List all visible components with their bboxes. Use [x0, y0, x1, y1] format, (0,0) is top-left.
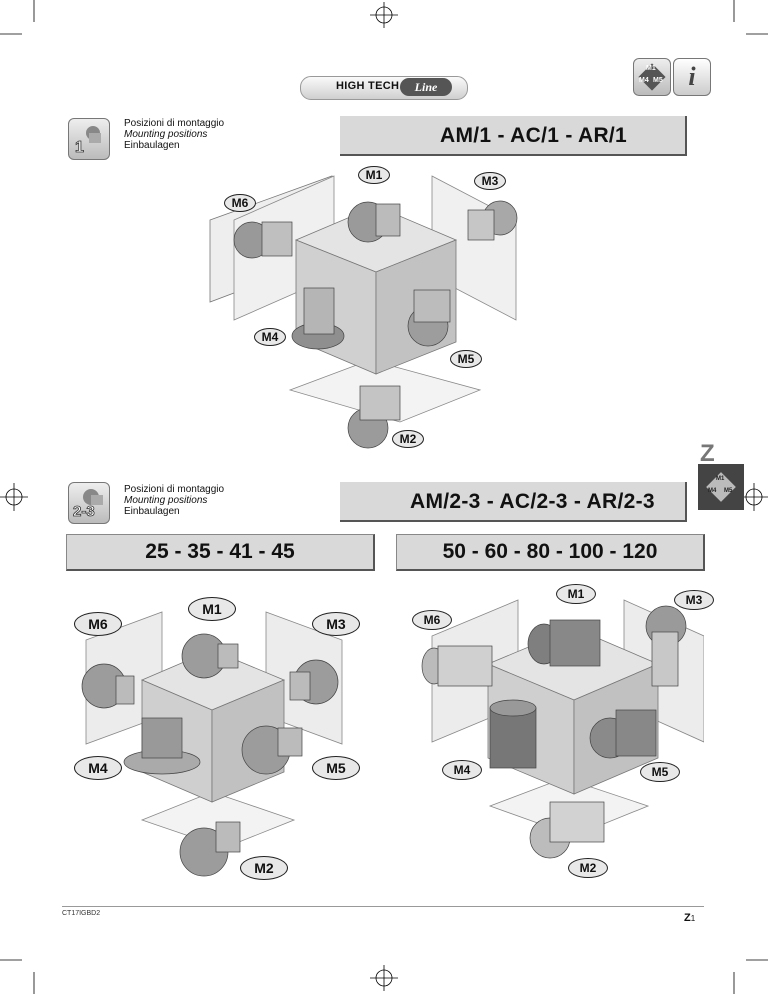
- section2-left-diagram: [81, 611, 343, 877]
- right-sizes-box: 50 - 60 - 80 - 100 - 120: [396, 534, 705, 571]
- section1-m1-tag: M1: [358, 166, 390, 184]
- section2-right-m6-tag: M6: [412, 610, 452, 630]
- gear-motor-icon: [83, 489, 103, 505]
- section2-left-m1-tag: M1: [188, 597, 236, 621]
- footer-code: CT17IGBD2: [62, 910, 101, 917]
- section1-m5-tag: M5: [450, 350, 482, 368]
- section2-left-m4-tag: M4: [74, 756, 122, 780]
- side-tab-m4: M4: [708, 488, 717, 494]
- section2-icon-label: 2-3: [73, 503, 95, 521]
- left-sizes-box: 25 - 35 - 41 - 45: [66, 534, 375, 571]
- info-icon-glyph: i: [688, 62, 696, 91]
- section2-right-diagram: [421, 599, 704, 859]
- section2-left-m5-tag: M5: [312, 756, 360, 780]
- gear-motor-icon: [86, 126, 101, 143]
- section1-title: AM/1 - AC/1 - AR/1: [440, 124, 628, 147]
- footer-rule: [62, 906, 704, 907]
- page-digit: 1: [690, 914, 696, 923]
- icon-m5-label: M5: [653, 77, 663, 84]
- section1-title-bar: [340, 116, 687, 156]
- side-tab-letter: Z: [700, 440, 715, 467]
- section1-labels: Posizioni di montaggio Mounting position…: [124, 118, 224, 151]
- right-sizes-text: 50 - 60 - 80 - 100 - 120: [442, 540, 658, 563]
- section2-title: AM/2-3 - AC/2-3 - AR/2-3: [410, 490, 655, 513]
- section2-right-m5-tag: M5: [640, 762, 680, 782]
- page-number: Z1: [684, 912, 695, 924]
- label-german: Einbaulagen: [124, 140, 180, 151]
- section2-title-bar: [340, 482, 687, 522]
- section1-m4-tag: M4: [254, 328, 286, 346]
- section2-right-m2-tag: M2: [568, 858, 608, 878]
- label-italian: Posizioni di montaggio: [124, 484, 225, 495]
- section1-icon: 1: [68, 118, 110, 160]
- brand-script-badge: Line: [400, 78, 452, 96]
- section2-icon: 2-3: [68, 482, 110, 524]
- label-english: Mounting positions: [124, 129, 208, 140]
- left-sizes-text: 25 - 35 - 41 - 45: [145, 540, 295, 563]
- section1-icon-label: 1: [75, 139, 85, 157]
- label-german: Einbaulagen: [124, 506, 180, 517]
- side-tab: M1 M4 M5: [698, 464, 744, 510]
- section2-right-m3-tag: M3: [674, 590, 714, 610]
- side-tab-m1: M1: [716, 476, 725, 482]
- icon-m1-label: M1: [646, 65, 656, 72]
- section1-m2-tag: M2: [392, 430, 424, 448]
- page-letter: Z: [684, 912, 691, 924]
- section2-right-m4-tag: M4: [442, 760, 482, 780]
- label-english: Mounting positions: [124, 495, 208, 506]
- side-tab-m5: M5: [724, 488, 733, 494]
- mounting-positions-icon: M1 M4 M5: [633, 58, 671, 96]
- label-italian: Posizioni di montaggio: [124, 118, 225, 129]
- section2-labels: Posizioni di montaggio Mounting position…: [124, 484, 224, 517]
- section2-left-m6-tag: M6: [74, 612, 122, 636]
- section1-diagram: [209, 175, 518, 449]
- section2-left-m2-tag: M2: [240, 856, 288, 880]
- icon-m4-label: M4: [639, 77, 649, 84]
- section1-m6-tag: M6: [224, 194, 256, 212]
- section2-left-m3-tag: M3: [312, 612, 360, 636]
- brand-text: HIGH TECH: [336, 80, 400, 92]
- section2-right-m1-tag: M1: [556, 584, 596, 604]
- info-icon: i: [673, 58, 711, 96]
- section1-m3-tag: M3: [474, 172, 506, 190]
